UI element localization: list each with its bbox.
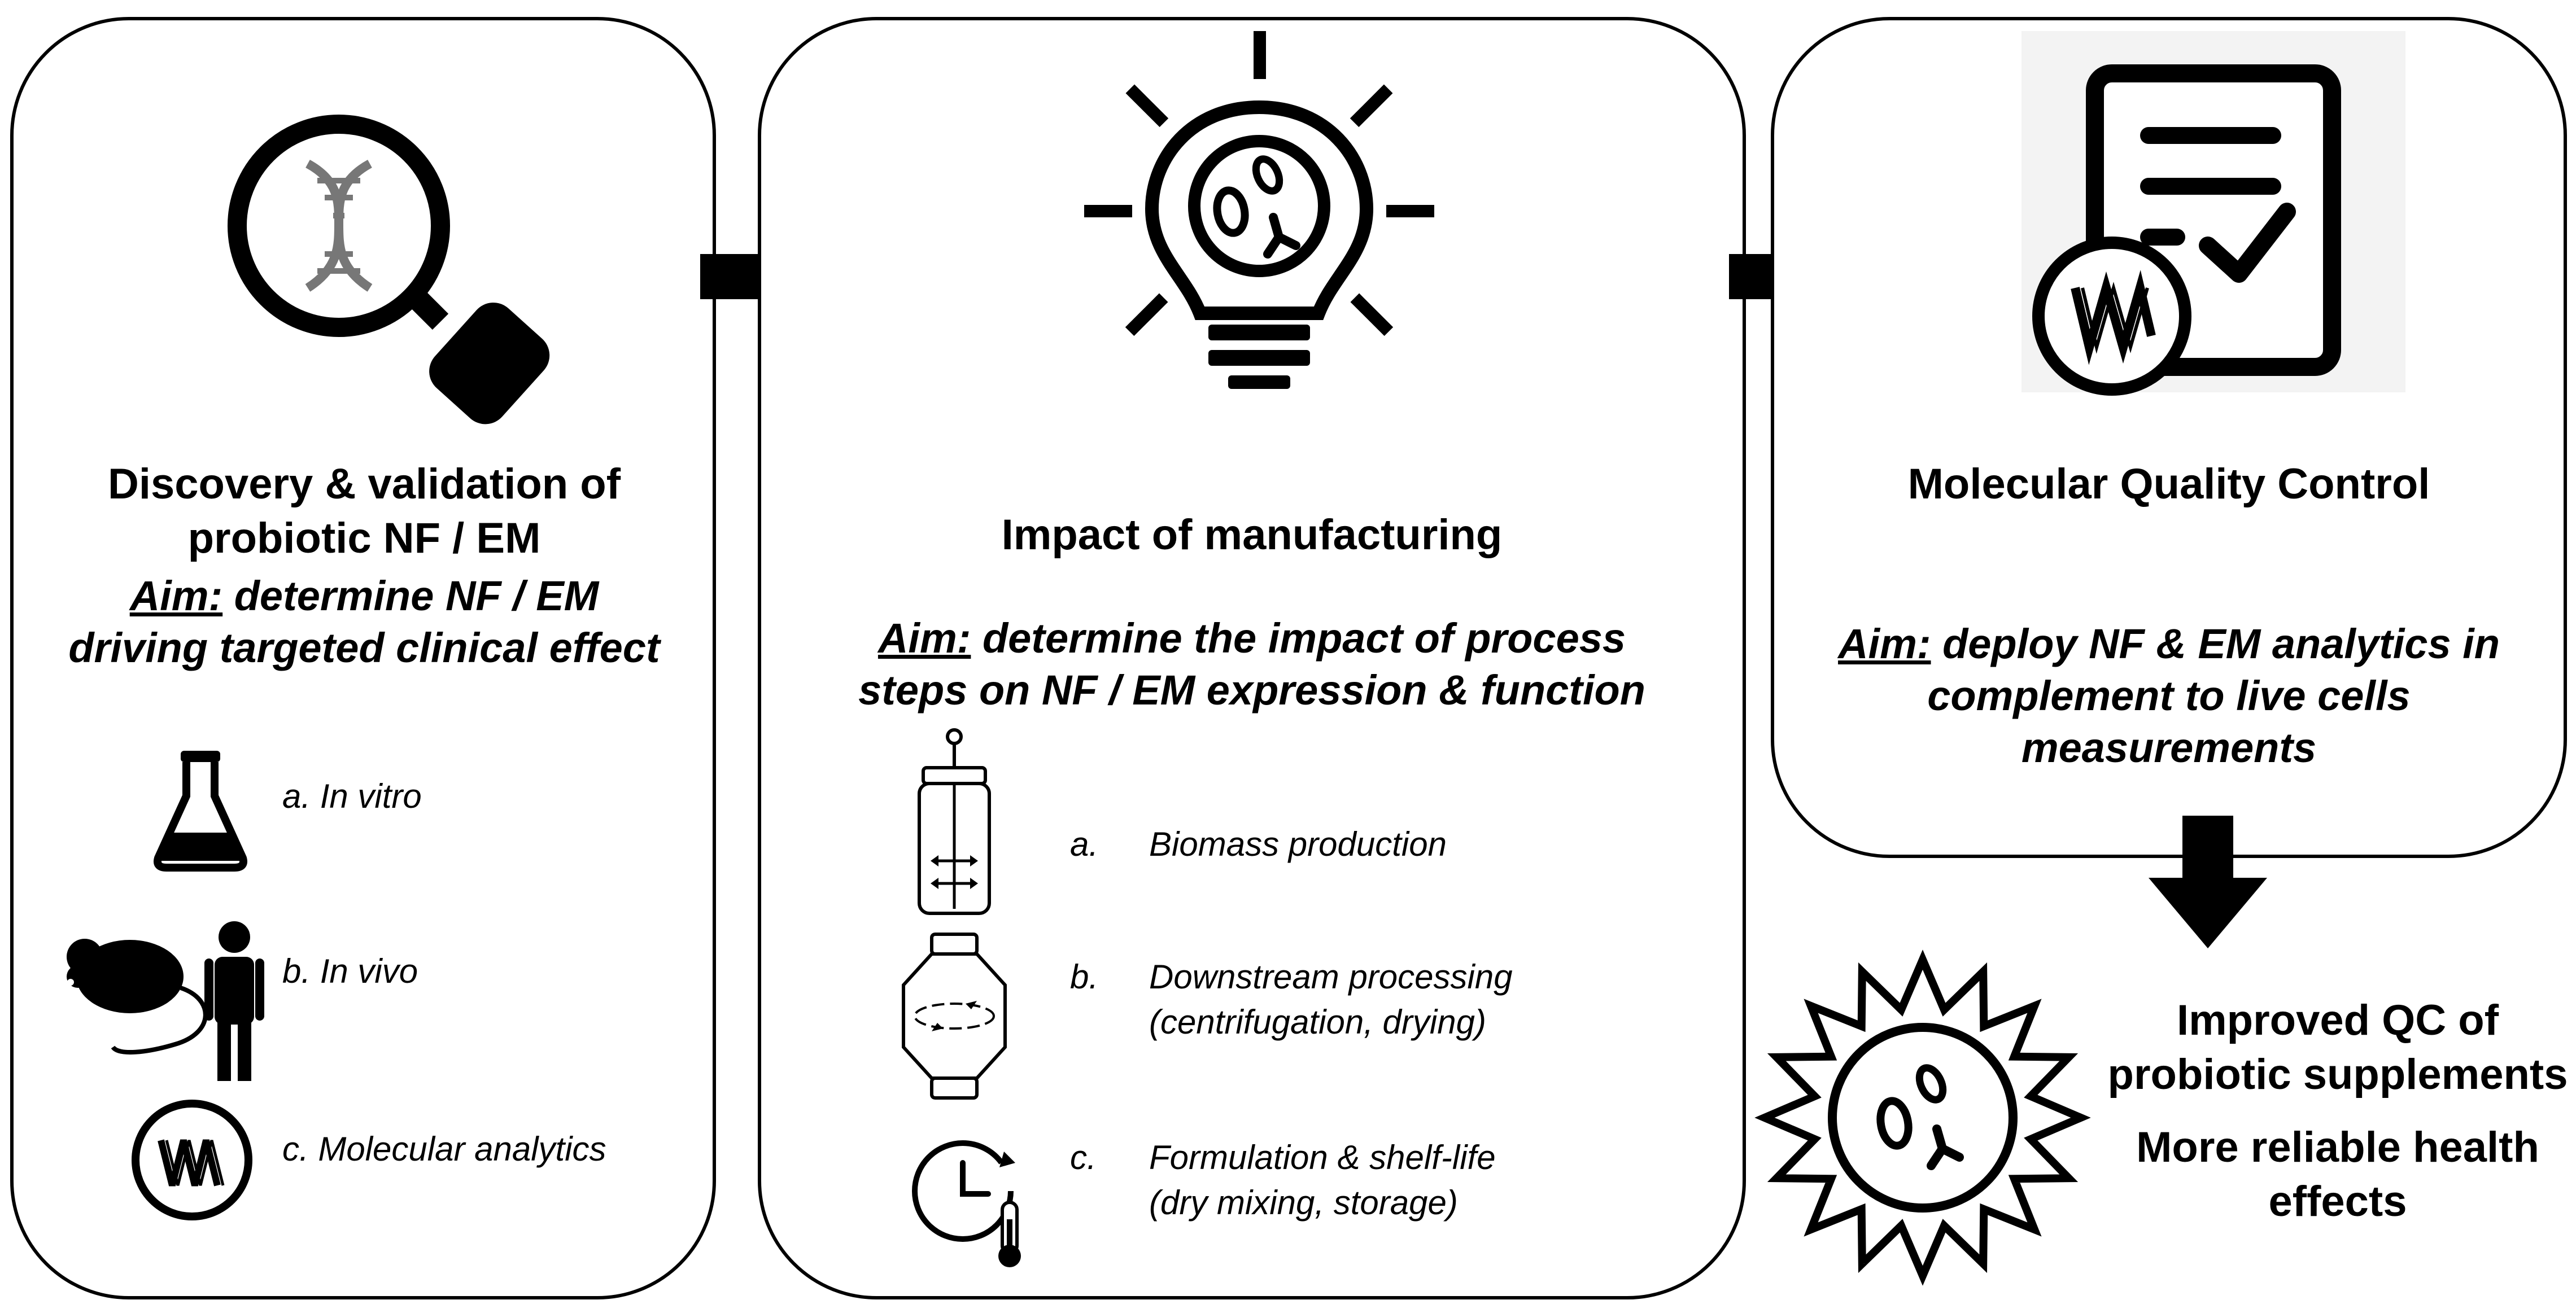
panel2-title: Impact of manufacturing <box>1001 511 1503 559</box>
panel2-item-b-letter: b. <box>1070 958 1099 996</box>
centrifuge-icon <box>902 933 1007 1100</box>
magnifier-dna-icon <box>228 115 550 424</box>
mouse-human-icon <box>67 921 264 1081</box>
panel1-title: Discovery & validation of probiotic NF /… <box>107 460 621 562</box>
panel1-item-a: a. In vitro <box>282 777 422 815</box>
panel3-aim: Aim: deploy NF & EM analytics in complem… <box>1838 620 2500 771</box>
arrow-down-icon <box>2149 816 2267 948</box>
panel2-item-c-text2: (dry mixing, storage) <box>1149 1184 1458 1222</box>
panel2-item-b-text2: (centrifugation, drying) <box>1149 1003 1486 1041</box>
panel2-item-b-text1: Downstream processing <box>1149 958 1513 996</box>
panel2-aim: Aim: determine the impact of process ste… <box>858 615 1645 714</box>
molecule-circle-icon <box>132 1100 252 1220</box>
panel3-title: Molecular Quality Control <box>1907 460 2430 508</box>
panel2-item-a-letter: a. <box>1070 825 1099 863</box>
panel2-item-a-text: Biomass production <box>1149 825 1447 863</box>
panel1-aim: Aim: determine NF / EM driving targeted … <box>68 572 660 671</box>
flask-icon <box>154 751 247 872</box>
outcome-qc: Improved QC of probiotic supplements <box>2107 996 2568 1098</box>
panel1-item-b: b. In vivo <box>282 952 418 990</box>
panel2-item-c-letter: c. <box>1070 1139 1097 1176</box>
bioreactor-icon <box>918 728 991 915</box>
checklist-molecule-icon <box>2021 31 2405 396</box>
panel1-item-c: c. Molecular analytics <box>282 1130 606 1168</box>
outcome-health: More reliable health effects <box>2136 1123 2539 1226</box>
lightbulb-bacteria-icon <box>1084 31 1434 389</box>
panel2-item-c-text1: Formulation & shelf-life <box>1149 1139 1496 1176</box>
clock-thermometer-icon <box>912 1140 1021 1267</box>
sun-bacteria-icon <box>1754 949 2091 1286</box>
